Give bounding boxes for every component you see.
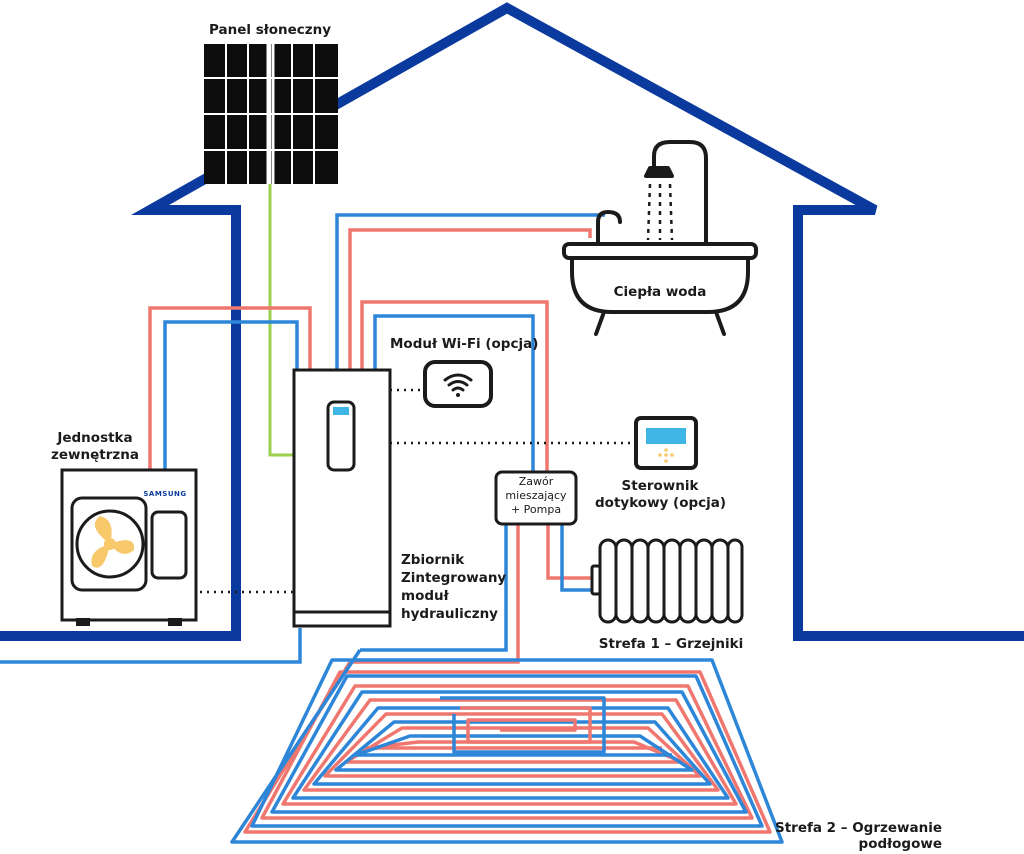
fan-icon <box>91 516 135 568</box>
hot-water-pipes <box>335 213 605 370</box>
mixing-valve-label-2: mieszający <box>505 489 567 502</box>
tank-label-3: moduł <box>401 588 449 604</box>
wifi-icon <box>443 373 473 392</box>
zone1-label: Strefa 1 – Grzejniki <box>598 636 744 652</box>
underfloor-heating-loop <box>230 649 784 844</box>
tank-label-1: Zbiornik <box>401 552 465 568</box>
mixing-valve-label-3: + Pompa <box>510 503 562 516</box>
zone2-label-2: podłogowe <box>858 836 942 852</box>
outdoor-unit <box>60 468 198 626</box>
control-connections <box>200 388 636 594</box>
brand-logo: SAMSUNG <box>143 490 187 498</box>
zone2-label-1: Strefa 2 – Ogrzewanie <box>774 820 942 836</box>
wifi-module-label: Moduł Wi-Fi (opcja) <box>390 336 539 352</box>
shower-water <box>646 183 674 241</box>
mixing-valve-box <box>494 470 578 526</box>
controller-label-1: Sterownik <box>621 478 699 494</box>
zone-pipes <box>350 300 598 664</box>
outdoor-unit-pipes <box>0 306 312 664</box>
bathtub-icon <box>562 140 758 336</box>
solar-panel <box>204 44 338 184</box>
touch-controller <box>634 416 698 470</box>
tank-label-2: Zintegrowany <box>401 570 507 586</box>
radiator-icon <box>590 538 744 624</box>
solar-wire <box>268 184 294 457</box>
wifi-module <box>423 360 493 408</box>
mixing-valve-label-1: Zawór <box>518 475 554 488</box>
solar-panel-label: Panel słoneczny <box>208 22 332 38</box>
hot-water-label: Ciepła woda <box>613 284 707 300</box>
outdoor-unit-label-1: Jednostka <box>57 430 133 446</box>
controller-label-2: dotykowy (opcja) <box>595 495 727 511</box>
outdoor-unit-label-2: zewnętrzna <box>51 447 139 463</box>
tank-label-4: hydrauliczny <box>401 606 498 622</box>
hydro-tank <box>292 368 392 628</box>
house-outline <box>0 2 1024 641</box>
